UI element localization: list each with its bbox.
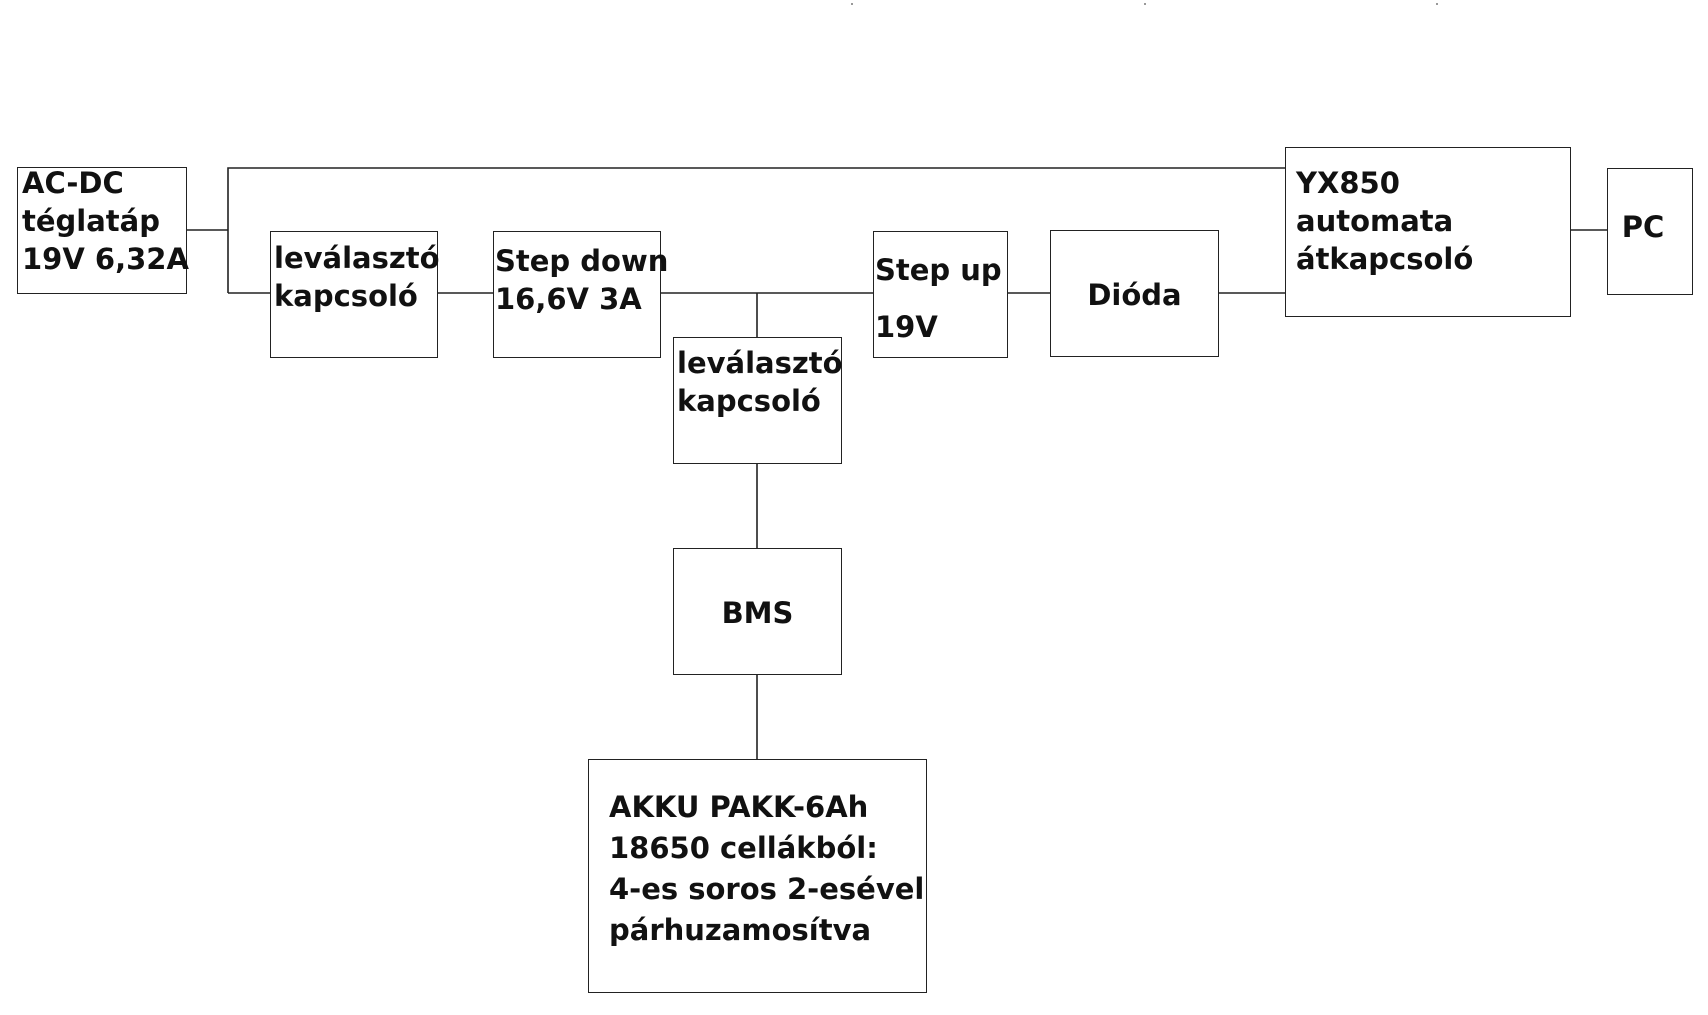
block-battery-pack-label: AKKU PAKK-6Ah 18650 cellákból: 4-es soro… — [609, 790, 925, 947]
block-isolation-switch-1 — [270, 231, 438, 358]
block-acdc-label: AC-DC téglatáp 19V 6,32A — [22, 166, 189, 276]
block-diode — [1050, 230, 1219, 357]
block-battery-pack — [588, 759, 927, 993]
block-acdc-power — [17, 167, 187, 294]
block-isolation-switch-1-label: leválasztó kapcsoló — [274, 241, 440, 313]
block-step-up — [873, 231, 1008, 358]
block-isolation-switch-2 — [673, 337, 842, 464]
scan-speck — [1436, 3, 1438, 5]
block-isolation-switch-2-label: leválasztó kapcsoló — [677, 346, 843, 418]
block-pc — [1607, 168, 1693, 295]
scan-speck — [1144, 3, 1146, 5]
block-bms-label: BMS — [721, 596, 794, 630]
block-yx850-label: YX850 automata átkapcsoló — [1296, 166, 1474, 276]
block-pc-label: PC — [1621, 210, 1665, 244]
block-bms — [673, 548, 842, 675]
scan-speck — [851, 3, 853, 5]
wire-bypass — [227, 167, 1285, 293]
block-step-down — [493, 231, 661, 358]
block-diode-label: Dióda — [1087, 278, 1182, 312]
block-step-up-label: Step up 19V — [875, 253, 1002, 344]
block-yx850-switch — [1285, 147, 1571, 317]
block-step-down-label: Step down 16,6V 3A — [495, 244, 669, 316]
